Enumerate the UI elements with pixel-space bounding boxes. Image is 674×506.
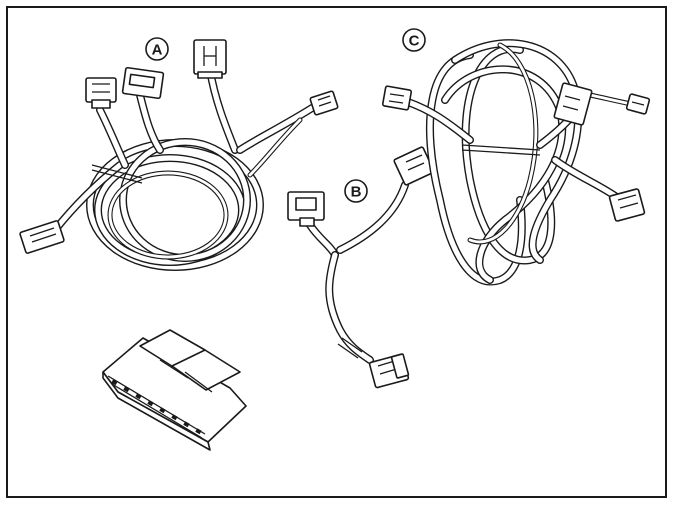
harness-a-connector-bottom-left (19, 220, 65, 254)
harness-a-branches (51, 66, 316, 234)
harness-c-connector-right (625, 93, 651, 115)
harness-b-cable-tie (341, 337, 363, 353)
connector-block (102, 329, 247, 451)
harness-a-connector-mid (121, 66, 165, 100)
harness-b: B (287, 146, 435, 389)
harness-b-connector-left (287, 191, 325, 227)
harness-a-connector-top (193, 39, 227, 79)
label-b-text: B (351, 184, 362, 201)
label-c: C (402, 28, 426, 52)
label-b: B (344, 179, 368, 203)
harness-b-connector-bottom (368, 353, 410, 389)
harness-a-cable-tie (91, 164, 143, 179)
label-c-text: C (409, 33, 420, 50)
harness-a-connector-right (309, 90, 339, 116)
label-a-text: A (152, 42, 163, 59)
harness-c-connector-bottom (608, 188, 646, 222)
harness-c-cable-tie (461, 144, 541, 151)
harness-a: A (19, 37, 339, 271)
harness-c-connector-left (381, 85, 413, 111)
harness-c-coil (426, 39, 583, 286)
harness-a-coil (86, 138, 264, 271)
label-a: A (145, 37, 169, 61)
harness-b-wires (306, 181, 409, 364)
harness-c-connector-mid (553, 82, 593, 126)
harness-a-connector-left (85, 77, 117, 109)
harness-c: C (381, 28, 651, 286)
